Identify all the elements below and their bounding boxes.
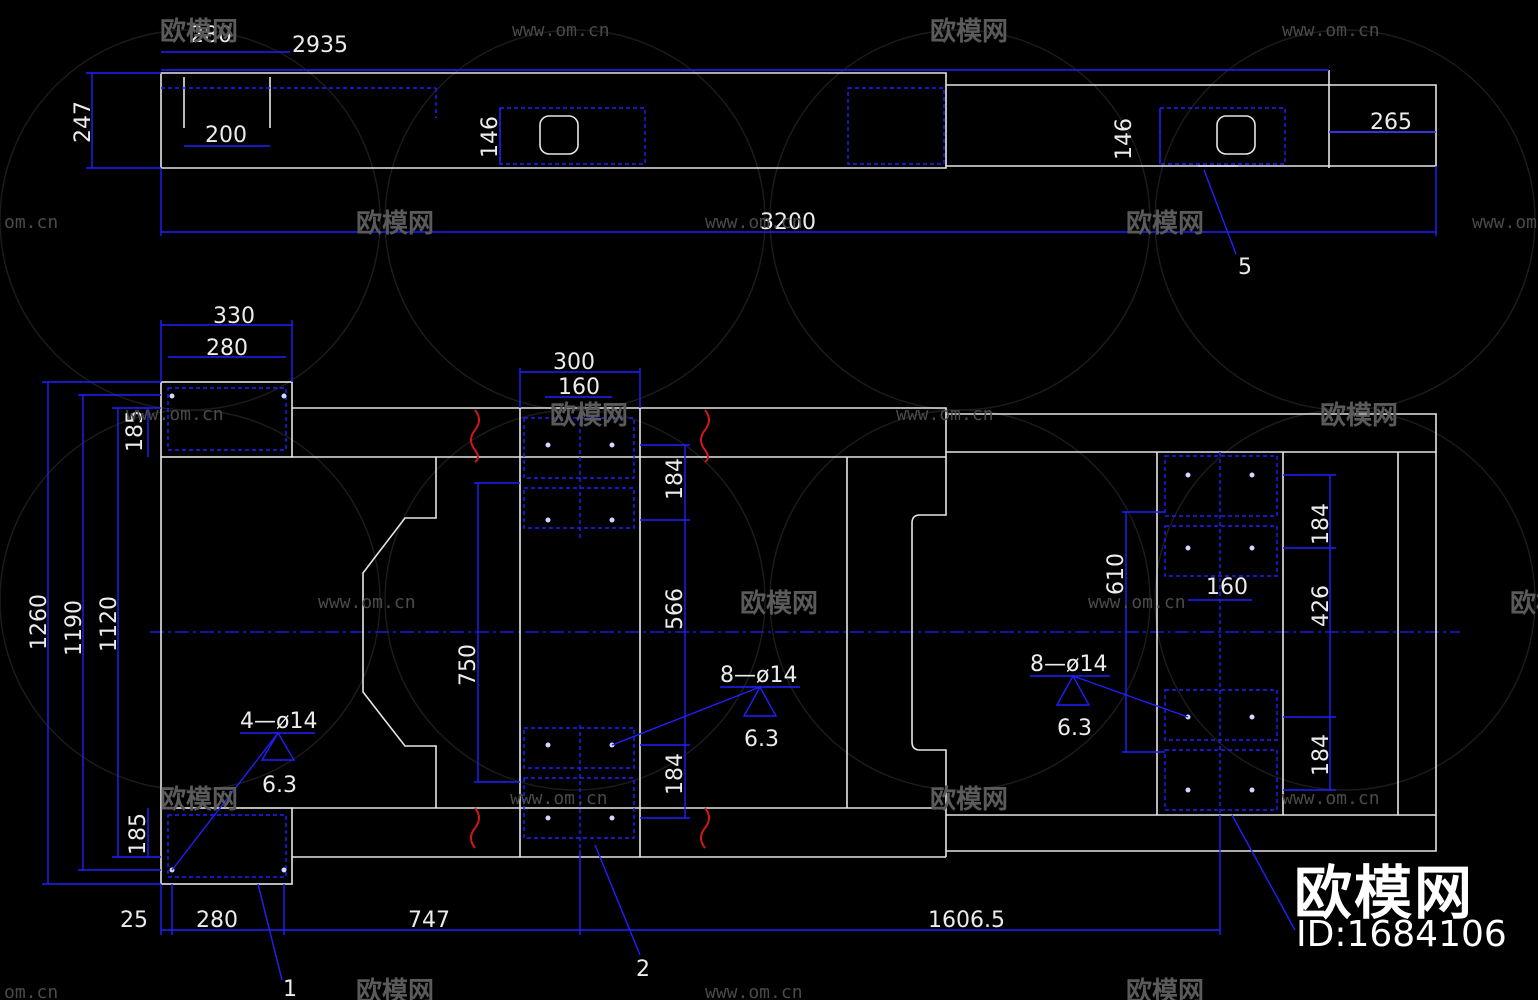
brand-logo-text: 欧模网: [1294, 859, 1475, 927]
watermark-url: www.om.cn: [705, 212, 803, 233]
item-label-2: 2: [636, 957, 650, 982]
dim-426: 426: [1309, 585, 1334, 627]
dim-330: 330: [213, 304, 255, 329]
dim-247: 247: [71, 101, 96, 143]
dim-1190: 1190: [62, 600, 87, 656]
bolt-pattern-left: [167, 387, 287, 878]
dim-750: 750: [456, 644, 481, 686]
dim-1606-5: 1606.5: [928, 908, 1005, 933]
item-label-5: 5: [1238, 255, 1252, 280]
watermark-logo: 欧模网: [1126, 976, 1204, 1000]
top-view: 280 2935 247 200 146 146 265 3200 5: [71, 23, 1437, 280]
dim-146-left: 146: [478, 116, 503, 158]
watermark-logo: 欧模网: [160, 784, 238, 815]
dim-3200: 3200: [760, 210, 816, 235]
dim-566: 566: [663, 588, 688, 630]
dim-160-middle: 160: [558, 375, 600, 400]
dim-184-mid-top: 184: [663, 458, 688, 500]
brand-id-text: ID:1684106: [1296, 914, 1507, 955]
dim-280-bottom: 280: [196, 908, 238, 933]
watermark-logo: 欧模网: [1510, 588, 1538, 619]
watermarks: 欧模网 www.om.cn 欧模网 www.om.cn om.cn 欧模网 ww…: [4, 16, 1538, 1000]
weld-size-left: 6.3: [262, 773, 297, 798]
bolt-pattern-right: [1164, 452, 1278, 815]
weld-size-right: 6.3: [1057, 716, 1092, 741]
watermark-url: www.om.cn: [1472, 212, 1538, 233]
dim-185-bottom: 185: [126, 813, 151, 855]
dim-146-right: 146: [1112, 118, 1137, 160]
watermark-logo: 欧模网: [740, 588, 818, 619]
watermark-url: www.om.cn: [512, 20, 610, 41]
dim-184-right-top: 184: [1309, 503, 1334, 545]
watermark-logo: 欧模网: [1126, 208, 1204, 239]
item-label-1: 1: [283, 977, 297, 1000]
dim-200: 200: [205, 123, 247, 148]
plan-view: 330 280 300 160 185 1260 1190 1120 185 1…: [27, 304, 1460, 1000]
watermark-logo: 欧模网: [550, 400, 628, 431]
dim-1120: 1120: [97, 596, 122, 652]
dim-265: 265: [1370, 110, 1412, 135]
watermark-logo: 欧模网: [930, 16, 1008, 47]
dim-747: 747: [408, 908, 450, 933]
dim-25: 25: [120, 908, 148, 933]
watermark-url: www.om.cn: [1088, 592, 1186, 613]
dim-184-mid-bottom: 184: [663, 753, 688, 795]
dim-1260: 1260: [27, 594, 52, 650]
watermark-logo: 欧模网: [356, 976, 434, 1000]
watermark-logo: 欧模网: [356, 208, 434, 239]
watermark-url: www.om.cn: [896, 404, 994, 425]
watermark-logo: 欧模网: [930, 784, 1008, 815]
watermark-logo: 欧模网: [160, 16, 238, 47]
hole-callout-middle: 8—ø14: [720, 663, 797, 688]
bolt-pattern-middle: [523, 415, 635, 850]
dim-160-right: 160: [1206, 575, 1248, 600]
dim-300: 300: [553, 350, 595, 375]
dim-184-right-bottom: 184: [1309, 734, 1334, 776]
watermark-url: www.om.cn: [1282, 788, 1380, 809]
watermark-url: www.om.cn: [705, 982, 803, 1000]
watermark-logo: 欧模网: [1320, 400, 1398, 431]
weld-size-middle: 6.3: [744, 727, 779, 752]
watermark-url: www.om.cn: [510, 788, 608, 809]
watermark-circles: [0, 29, 1536, 791]
watermark-url: www.om.cn: [126, 404, 224, 425]
watermark-url-short: om.cn: [4, 982, 58, 1000]
dim-280-plan-top: 280: [206, 336, 248, 361]
dim-2935: 2935: [292, 33, 348, 58]
dim-610: 610: [1104, 553, 1129, 595]
dim-280-top: 280: [190, 23, 232, 48]
watermark-url: www.om.cn: [318, 592, 416, 613]
watermark-url-short: om.cn: [4, 212, 58, 233]
watermark-url: www.om.cn: [1282, 20, 1380, 41]
hole-callout-left: 4—ø14: [240, 709, 317, 734]
hole-callout-right: 8—ø14: [1030, 652, 1107, 677]
dim-185-top: 185: [123, 410, 148, 452]
